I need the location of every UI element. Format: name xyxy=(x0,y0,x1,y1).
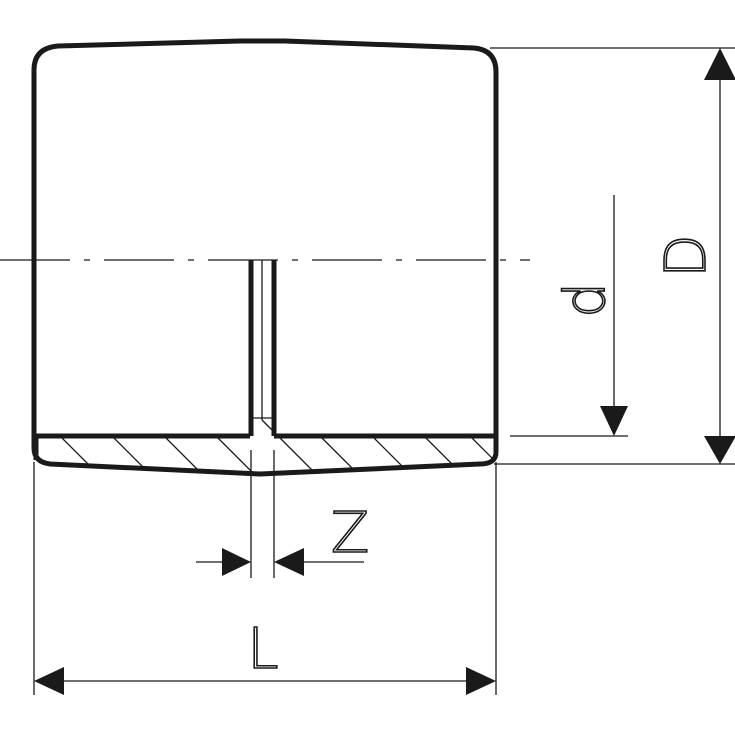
arrow-down xyxy=(704,436,735,464)
wall-section-hatching xyxy=(59,419,494,474)
dimension-length: L xyxy=(34,616,496,695)
dimension-outer-diameter: D xyxy=(653,48,735,464)
fitting-body xyxy=(31,38,499,477)
dimension-inner-diameter: d xyxy=(552,195,628,436)
arrow-left xyxy=(34,667,64,695)
dimension-gap: Z xyxy=(196,500,370,576)
arrow-right xyxy=(222,548,251,576)
label-outer-diameter: D xyxy=(654,234,719,277)
label-inner-diameter: d xyxy=(553,282,618,318)
arrow-left xyxy=(274,548,304,576)
label-length: L xyxy=(247,617,278,682)
arrow-down xyxy=(600,406,628,436)
label-gap: Z xyxy=(331,501,369,566)
arrow-right xyxy=(466,667,496,695)
arrow-up xyxy=(704,48,735,80)
